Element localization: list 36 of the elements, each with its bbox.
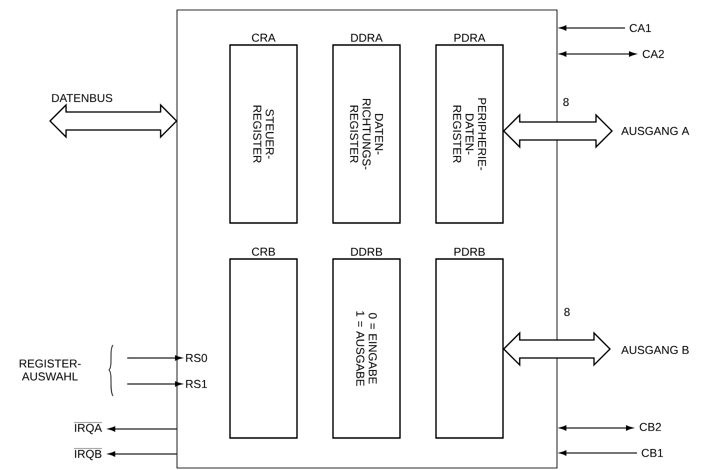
chip-box [176, 10, 558, 468]
register-box: CRA STEUER-REGISTER [229, 34, 298, 224]
signal-arrow [559, 425, 634, 431]
signal-label: RS0 [186, 354, 208, 362]
signal-label: CB1 [642, 448, 663, 458]
group-label: REGISTER-AUSWAHL [20, 359, 81, 381]
signal-label: CA1 [630, 24, 651, 32]
signal-arrow [126, 355, 182, 361]
node-label: CRA [252, 34, 276, 42]
signal-label: RS1 [186, 380, 207, 388]
register-box: DDRB 0 = EINGABE 1 = AUSGABE [332, 248, 401, 439]
signal-arrow [108, 426, 178, 432]
node-label: PDRA [454, 34, 486, 42]
node-label: PDRB [454, 248, 485, 256]
node-label: DDRB [351, 248, 382, 256]
register-box: PDRB [435, 248, 504, 439]
node-label: DDRA [351, 34, 383, 42]
signal-arrow [559, 51, 636, 57]
signal-arrow [126, 381, 182, 387]
signal-arrow [559, 450, 638, 456]
signal-label: CA2 [642, 50, 664, 58]
port-label: DATENBUS [52, 94, 112, 102]
node-label: CRB [252, 248, 275, 256]
register-box: PDRA PERIPHERIE-DATEN-REGISTER [435, 34, 504, 224]
edge-label: 8 [562, 306, 572, 318]
bus-arrow [49, 103, 178, 139]
edge-label: 8 [562, 96, 570, 108]
signal-arrow [559, 25, 626, 31]
signal-arrow [108, 451, 178, 457]
register-box: CRB [229, 248, 298, 439]
port-label: AUSGANG B [621, 346, 689, 354]
port-label: AUSGANG A [621, 126, 690, 136]
signal-label: IRQA [74, 422, 102, 434]
signal-label: CB2 [640, 422, 661, 432]
register-box: DDRA DATEN-RICHTUNGS-REGISTER [332, 34, 401, 224]
signal-label: IRQB [74, 448, 102, 460]
